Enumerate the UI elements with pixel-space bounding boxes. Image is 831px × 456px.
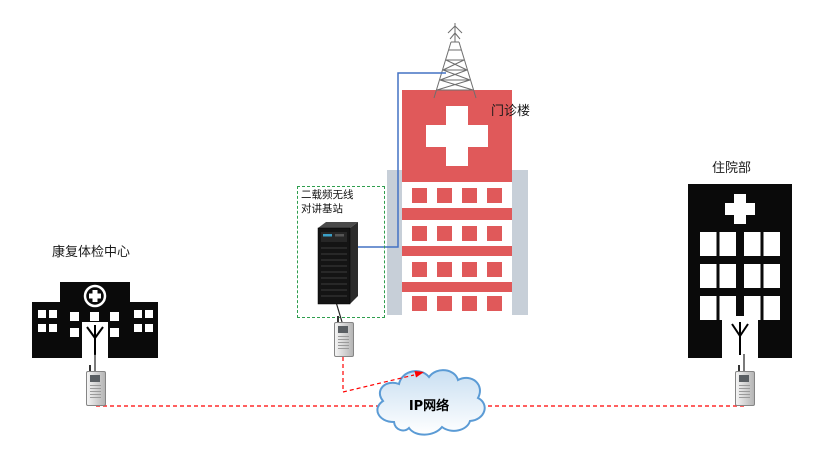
hospital-cross-icon [83, 284, 107, 308]
ip-network-label: IP网络 [408, 399, 450, 414]
antenna-icon [86, 325, 104, 355]
inpatient-building [688, 184, 792, 358]
window-row [402, 256, 512, 282]
device-antenna-icon [337, 316, 339, 323]
base-station-label: 二载频无线 对讲基站 [301, 189, 354, 217]
base-station-label-line2: 对讲基站 [301, 202, 343, 215]
window-grid [38, 310, 153, 337]
device-antenna-icon [89, 365, 91, 372]
outpatient-building-label: 门诊楼 [491, 104, 531, 119]
rack-led [323, 234, 332, 237]
right-repeater-device [734, 365, 756, 406]
rehab-center-label: 康复体检中心 [52, 245, 131, 260]
window-row [402, 292, 512, 315]
outpatient-building [402, 90, 512, 315]
inpatient-department-label: 住院部 [712, 161, 752, 176]
hospital-cross-icon [426, 125, 488, 147]
hospital-cross-icon [725, 194, 755, 224]
window-row [402, 220, 512, 246]
base-station-label-line1: 二载频无线 [301, 189, 354, 201]
left-repeater-device [85, 365, 107, 406]
base-station-server-rack [317, 222, 358, 305]
center-repeater-device [333, 316, 355, 357]
antenna-tower-icon [433, 23, 477, 99]
device-antenna-icon [738, 365, 740, 372]
window-row [402, 182, 512, 208]
antenna-icon [731, 322, 749, 355]
base-station-group-box: 二载频无线 对讲基站 [297, 186, 385, 318]
rehab-center-building [32, 282, 158, 358]
